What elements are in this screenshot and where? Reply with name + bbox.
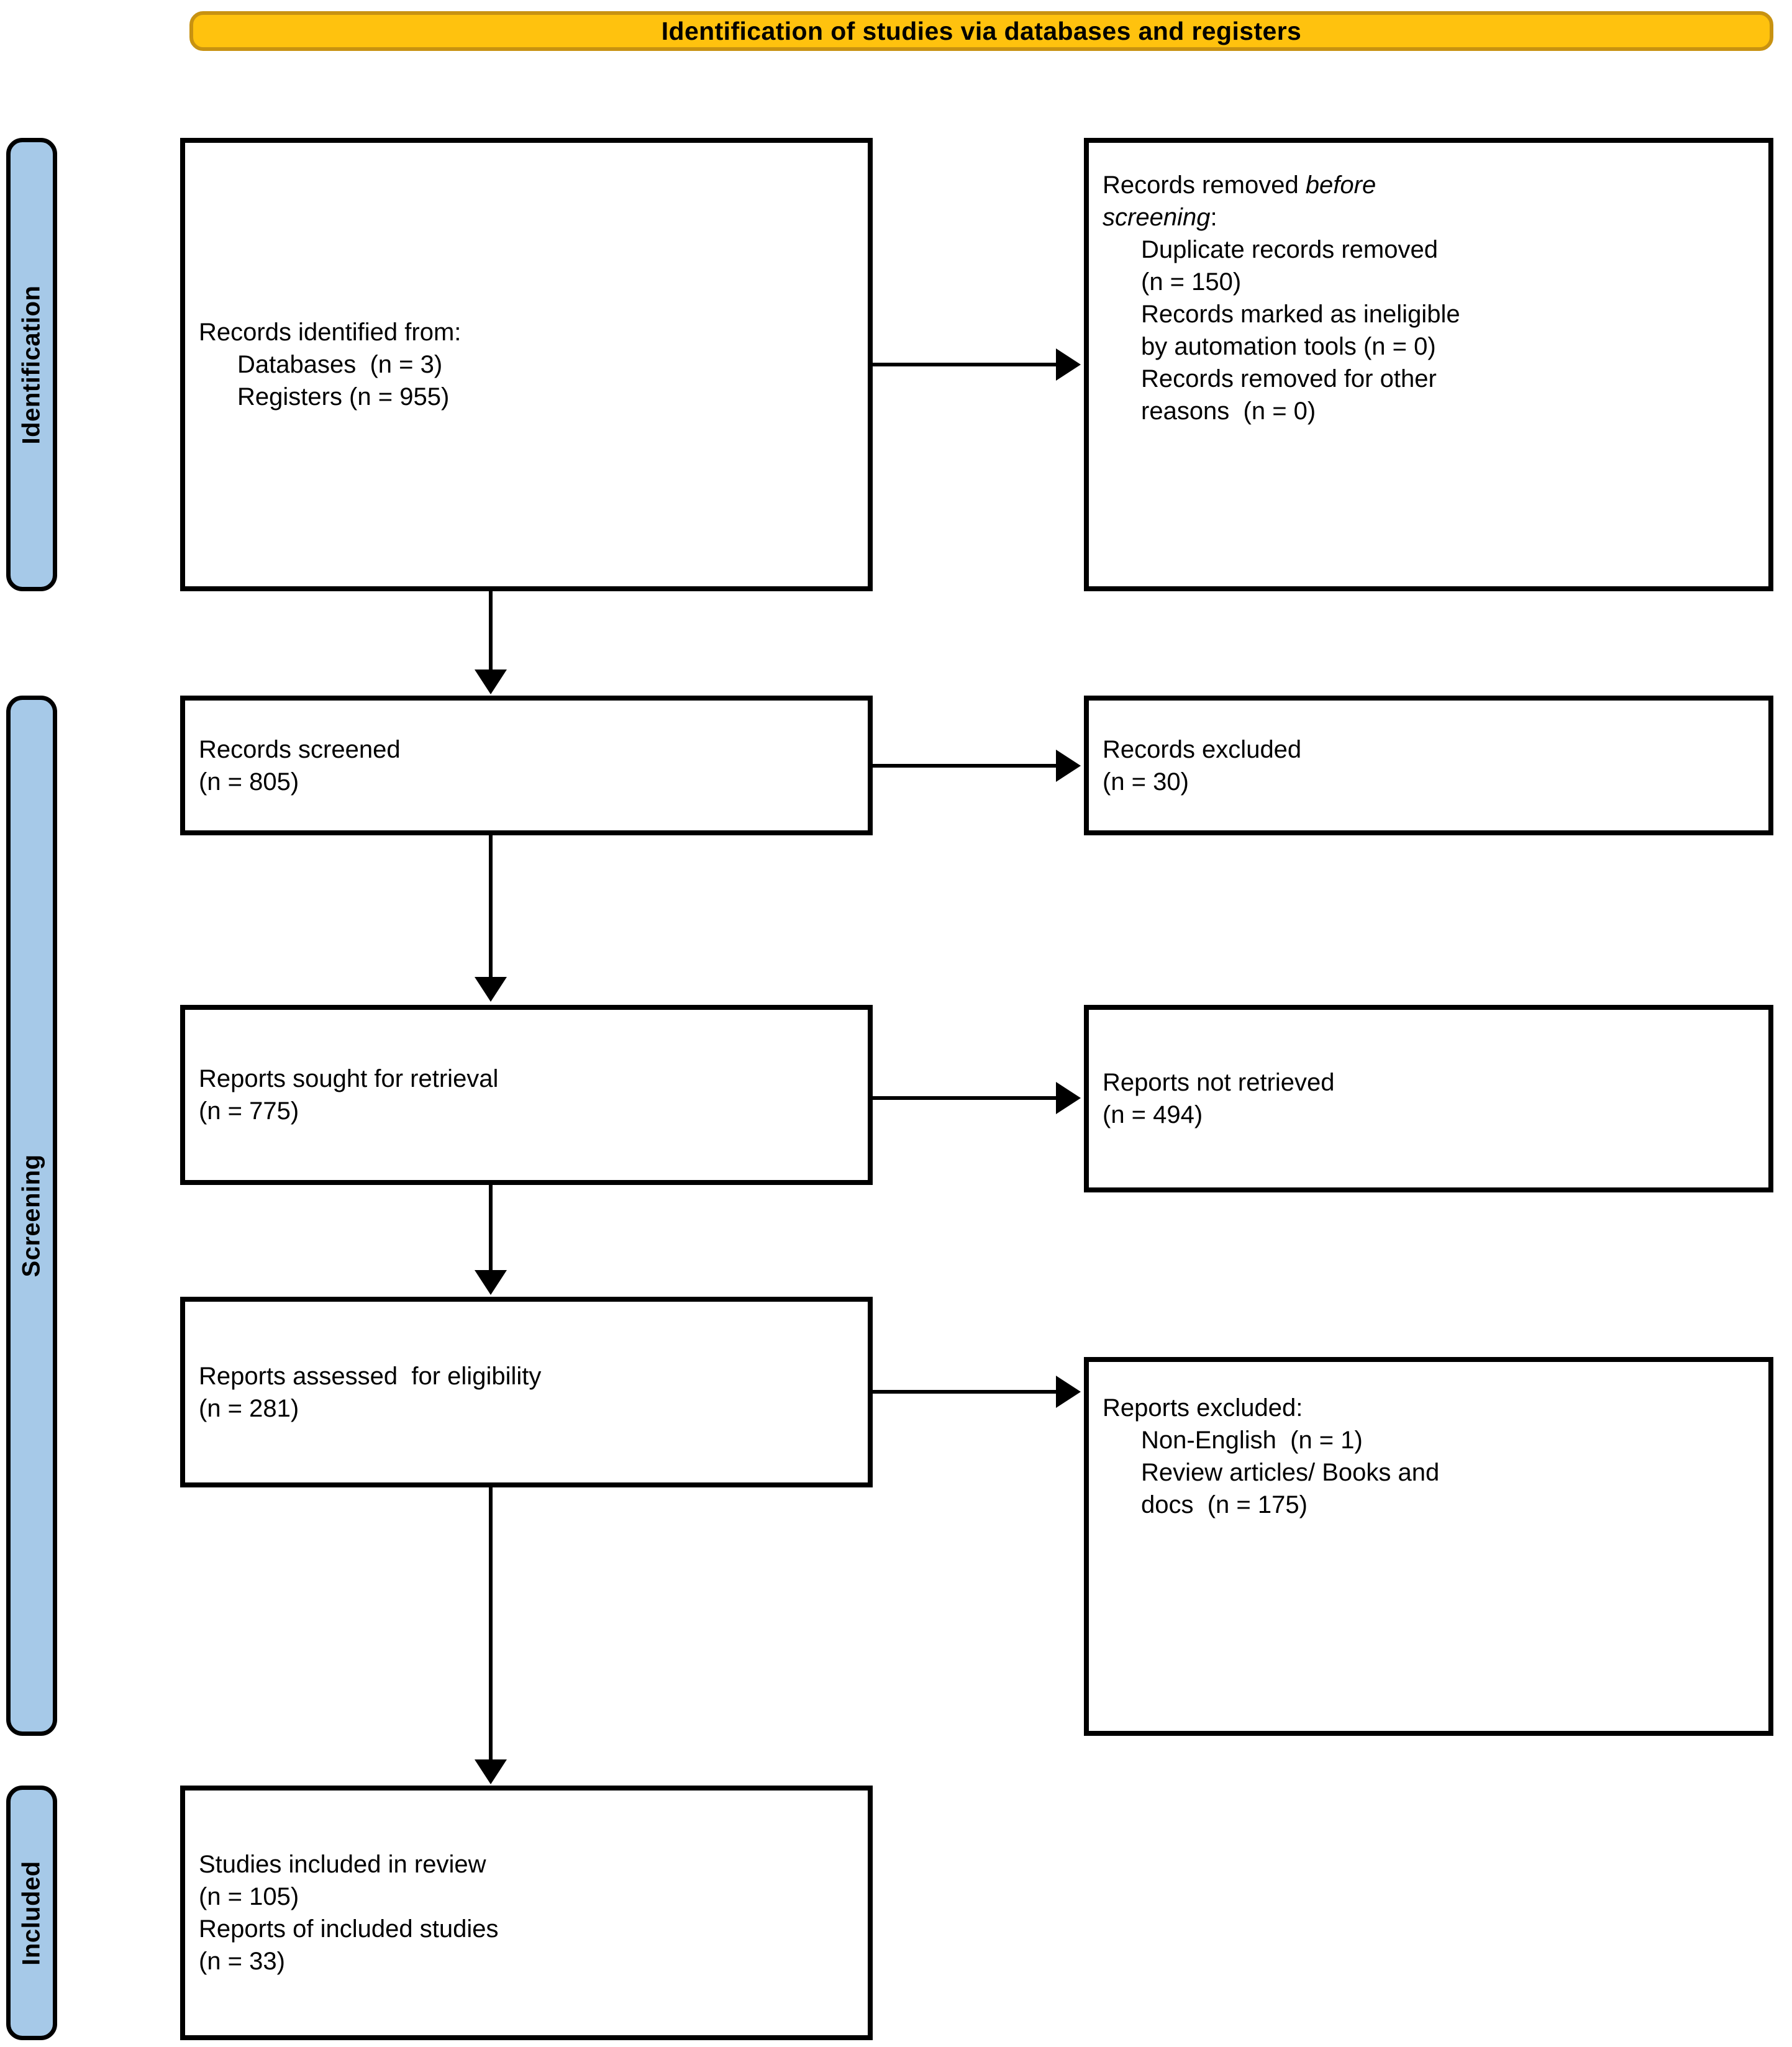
header-banner: Identification of studies via databases … — [189, 11, 1773, 51]
reports-excluded-heading: Reports excluded: — [1103, 1394, 1303, 1422]
box-records-removed: Records removed before screening: Duplic… — [1084, 138, 1773, 591]
box-records-excluded: Records excluded (n = 30) — [1084, 696, 1773, 835]
arrow-screened-to-excluded-head — [1056, 750, 1081, 782]
reports-included-count: (n = 33) — [199, 1948, 285, 1975]
banner-title: Identification of studies via databases … — [661, 16, 1302, 45]
records-removed-other: Records removed for other — [1141, 365, 1437, 393]
stage-label-screening-text: Screening — [17, 1154, 45, 1278]
arrow-sought-to-not-retrieved-line — [873, 1096, 1059, 1100]
arrow-assessed-to-included-line — [489, 1487, 493, 1762]
records-removed-ineligible: Records marked as ineligible — [1141, 301, 1460, 328]
records-removed-heading-colon: : — [1210, 204, 1217, 231]
arrow-sought-to-assessed-head — [475, 1270, 507, 1295]
arrow-sought-to-assessed-line — [489, 1185, 493, 1272]
arrow-sought-to-not-retrieved-head — [1056, 1082, 1081, 1114]
arrow-identified-to-screened-head — [475, 669, 507, 694]
studies-included-label: Studies included in review — [199, 1851, 486, 1878]
box-records-screened: Records screened (n = 805) — [180, 696, 873, 835]
records-excluded-count: (n = 30) — [1103, 768, 1189, 796]
reports-assessed-count: (n = 281) — [199, 1394, 299, 1422]
reports-not-retrieved-label: Reports not retrieved — [1103, 1069, 1335, 1096]
records-removed-other-count: reasons (n = 0) — [1141, 397, 1316, 425]
reports-assessed-label: Reports assessed for eligibility — [199, 1362, 542, 1390]
records-excluded-label: Records excluded — [1103, 735, 1302, 763]
arrow-identified-to-removed-line — [873, 363, 1059, 366]
records-removed-heading-screening: screening — [1103, 204, 1211, 231]
arrow-screened-to-sought-head — [475, 977, 507, 1002]
records-removed-duplicates-count: (n = 150) — [1141, 268, 1242, 296]
box-records-identified: Records identified from: Databases (n = … — [180, 138, 873, 591]
reports-sought-count: (n = 775) — [199, 1097, 299, 1125]
stage-label-identification-text: Identification — [17, 285, 45, 444]
arrow-screened-to-sought-line — [489, 835, 493, 978]
arrow-identified-to-screened-line — [489, 591, 493, 671]
arrow-identified-to-removed-head — [1056, 348, 1081, 381]
box-studies-included: Studies included in review (n = 105) Rep… — [180, 1786, 873, 2040]
box-reports-not-retrieved: Reports not retrieved (n = 494) — [1084, 1005, 1773, 1192]
records-identified-heading: Records identified from: — [199, 319, 462, 346]
reports-not-retrieved-count: (n = 494) — [1103, 1101, 1203, 1128]
records-removed-duplicates: Duplicate records removed — [1141, 236, 1438, 263]
arrow-assessed-to-included-head — [475, 1759, 507, 1784]
reports-excluded-reviews: Review articles/ Books and — [1141, 1459, 1440, 1486]
arrow-assessed-to-excluded-head — [1056, 1376, 1081, 1408]
records-screened-count: (n = 805) — [199, 768, 299, 796]
records-screened-label: Records screened — [199, 735, 401, 763]
arrow-assessed-to-excluded-line — [873, 1390, 1059, 1394]
reports-included-label: Reports of included studies — [199, 1915, 499, 1943]
studies-included-count: (n = 105) — [199, 1883, 299, 1910]
box-reports-excluded: Reports excluded: Non-English (n = 1) Re… — [1084, 1357, 1773, 1736]
stage-label-identification: Identification — [6, 138, 57, 591]
stage-label-screening: Screening — [6, 696, 57, 1736]
reports-sought-label: Reports sought for retrieval — [199, 1065, 499, 1092]
records-identified-databases: Databases (n = 3) — [237, 351, 443, 378]
box-reports-assessed: Reports assessed for eligibility (n = 28… — [180, 1297, 873, 1487]
reports-excluded-reviews-count: docs (n = 175) — [1141, 1491, 1308, 1518]
records-removed-heading-prefix: Records removed — [1103, 171, 1306, 199]
records-removed-heading-line2: screening: — [1103, 201, 1755, 234]
records-removed-ineligible-count: by automation tools (n = 0) — [1141, 333, 1436, 360]
stage-label-included: Included — [6, 1786, 57, 2040]
stage-label-included-text: Included — [17, 1860, 45, 1966]
arrow-screened-to-excluded-line — [873, 764, 1059, 768]
records-identified-registers: Registers (n = 955) — [237, 383, 450, 411]
records-removed-heading-before: before — [1305, 171, 1376, 199]
reports-excluded-non-english: Non-English (n = 1) — [1141, 1427, 1363, 1454]
box-reports-sought: Reports sought for retrieval (n = 775) — [180, 1005, 873, 1185]
records-removed-heading-line1: Records removed before — [1103, 169, 1755, 201]
